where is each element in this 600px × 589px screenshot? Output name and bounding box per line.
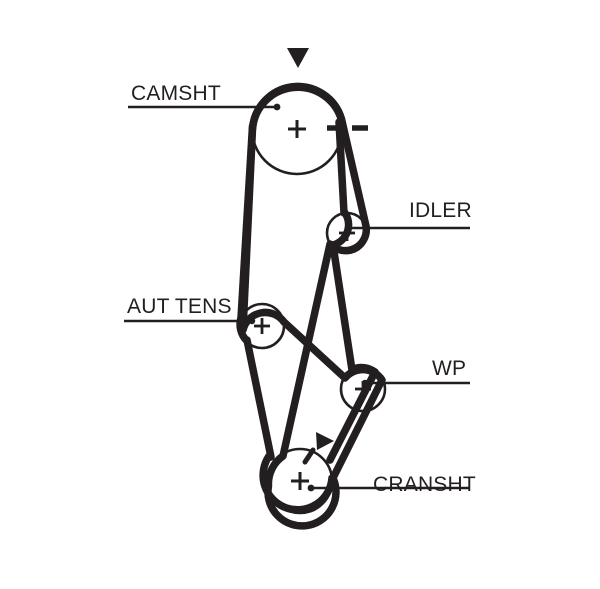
timing-mark-triangle-icon <box>287 48 309 68</box>
label-camshaft: CAMSHT <box>131 82 221 105</box>
belt-segment-wp-to-idler <box>329 241 356 374</box>
crankshaft-pulley-circle[interactable] <box>266 447 334 515</box>
pulley-auto-tensioner[interactable] <box>238 302 286 350</box>
leader-dot-crankshaft <box>307 484 315 492</box>
belt-segment-idler-to-cam <box>335 118 348 217</box>
label-water-pump: WP <box>432 357 466 380</box>
leader-dot-idler <box>345 224 353 232</box>
leader-dot-auto-tensioner <box>248 317 256 325</box>
belt-wrap-crankshaft <box>259 452 336 514</box>
leader-dot-water-pump <box>361 379 369 387</box>
component-labels: CAMSHT IDLER AUT TENS WP CRANSHT <box>127 82 476 496</box>
crankshaft-center-plus-icon <box>291 472 309 490</box>
rotation-direction-arrow-icon <box>302 432 334 465</box>
water-pump-pulley-circle[interactable] <box>339 365 387 413</box>
leader-dot-camshaft <box>273 103 281 111</box>
auto-tensioner-pulley-circle[interactable] <box>238 302 286 350</box>
auto-tensioner-center-plus-icon <box>254 318 270 334</box>
pulley-group <box>238 82 387 515</box>
leader-lines <box>124 103 470 492</box>
label-crankshaft: CRANSHT <box>373 473 476 496</box>
belt-segment-cam-to-tensioner <box>237 122 257 322</box>
camshaft-center-plus-icon <box>288 120 306 138</box>
timing-markers <box>287 48 368 465</box>
pulley-idler[interactable] <box>325 211 369 255</box>
belt-segment-tensioner-to-crank <box>243 336 275 461</box>
pulley-water-pump[interactable] <box>339 365 387 413</box>
label-auto-tensioner: AUT TENS <box>127 295 232 318</box>
label-idler: IDLER <box>409 199 472 222</box>
pulley-crankshaft[interactable] <box>266 447 334 515</box>
idler-pulley-circle[interactable] <box>325 211 369 255</box>
belt-segment-crank-to-wp <box>326 368 379 464</box>
